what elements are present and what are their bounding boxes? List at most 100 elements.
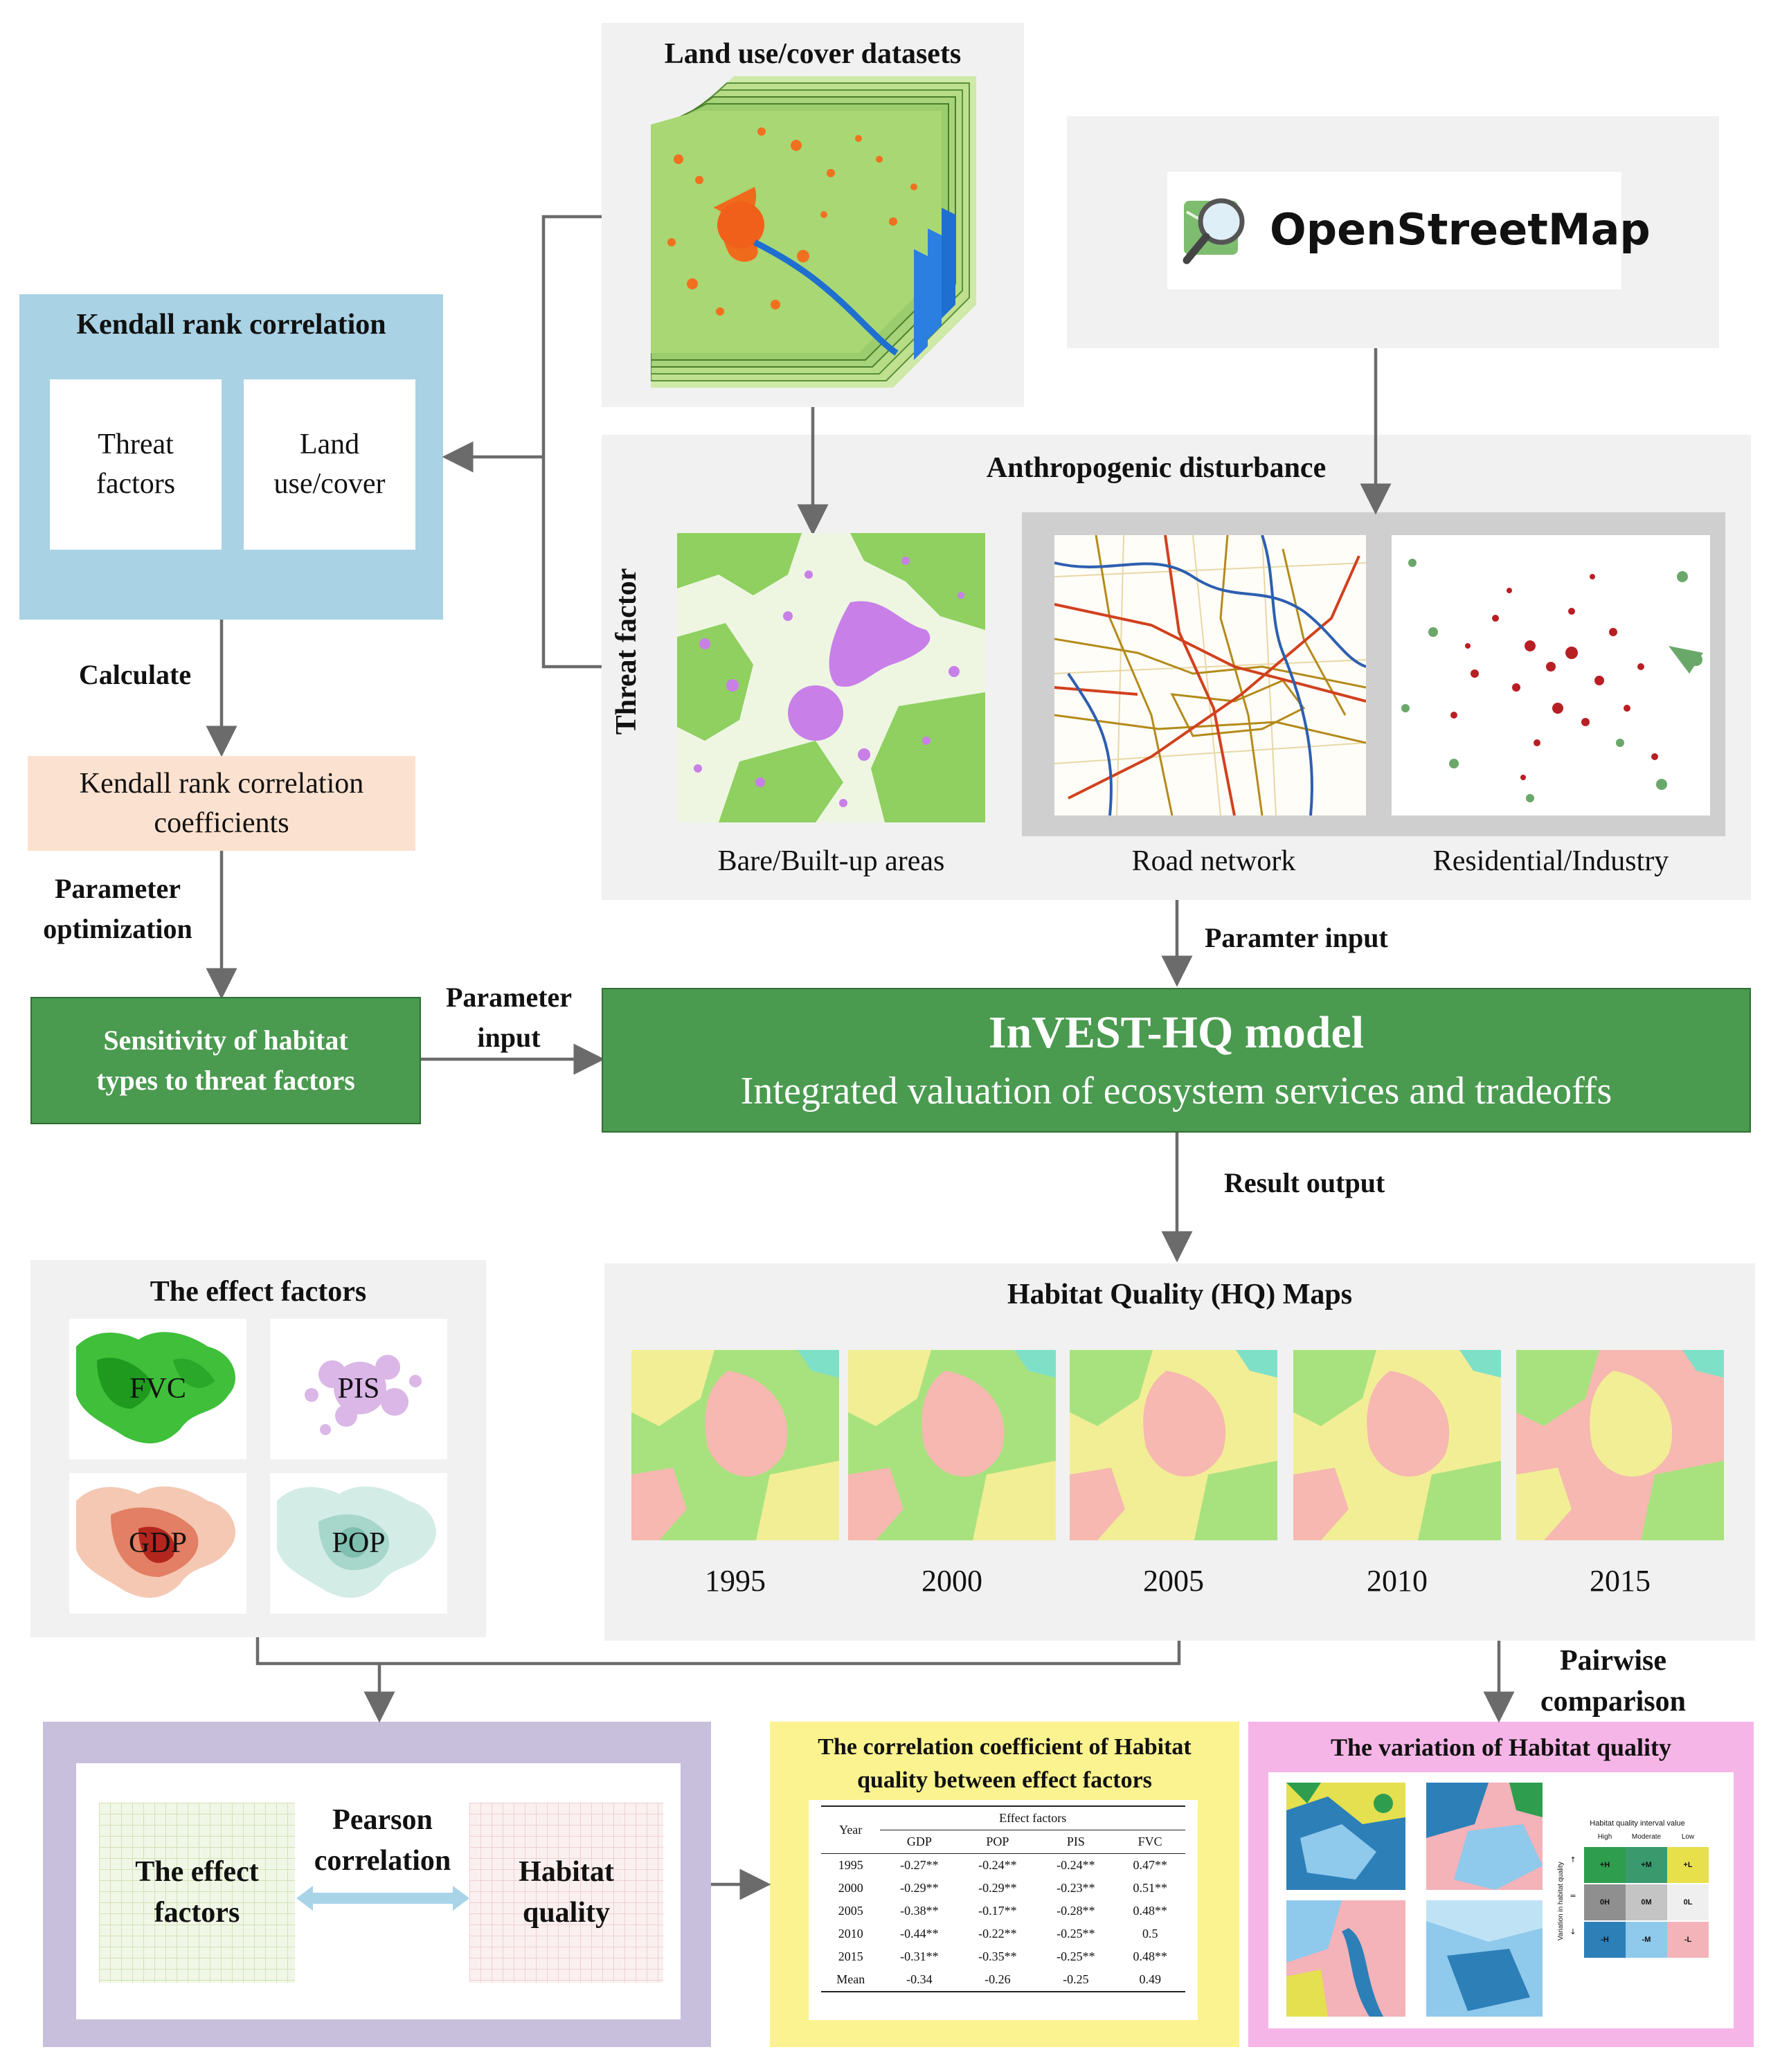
parameter-input-line-1: Parameter	[445, 982, 573, 1013]
landuse-title: Land use/cover datasets	[664, 38, 962, 70]
corr-col-header: POP	[958, 1830, 1037, 1854]
result-output-label: Result output	[1224, 1167, 1385, 1198]
hq-year-label-2000: 2000	[922, 1564, 982, 1598]
legend-cell: -M	[1626, 1922, 1667, 1958]
corr-value-cell: -0.29**	[978, 1881, 1017, 1895]
fvc-map: FVC	[69, 1319, 246, 1459]
corr-value-cell: 0.5	[1142, 1927, 1158, 1940]
variation-map-4	[1426, 1900, 1543, 2017]
land-use-cover-box: Land use/cover	[244, 379, 415, 550]
corr-col-header: GDP	[880, 1830, 959, 1854]
legend-cell: +L	[1667, 1847, 1709, 1883]
pis-label: PIS	[337, 1373, 380, 1405]
coefficients-line-2: coefficients	[154, 807, 289, 839]
legend-col-low: Low	[1681, 1833, 1695, 1841]
corr-value-cell: -0.29**	[900, 1881, 939, 1895]
sensitivity-line-2: types to threat factors	[96, 1065, 355, 1096]
pairwise-line-2: comparison	[1540, 1685, 1686, 1718]
corr-value-cell: 0.49	[1115, 1968, 1185, 1992]
variation-map-1	[1286, 1783, 1405, 1890]
corr-year-header: Year	[821, 1805, 881, 1854]
corr-year-cell: 2015	[838, 1949, 863, 1963]
corr-value-cell: -0.24**	[1057, 1858, 1095, 1872]
invest-title: InVEST-HQ model	[988, 1007, 1365, 1058]
threat-factor-side-label: Threat factor	[610, 568, 642, 735]
table-row: 2005-0.38**-0.17**-0.28**0.48**	[821, 1900, 1185, 1922]
legend-cell: -H	[1584, 1922, 1626, 1958]
pearson-mid-line-1: Pearson	[332, 1804, 433, 1836]
calculate-label: Calculate	[78, 659, 192, 690]
variation-map-3	[1286, 1900, 1405, 2017]
corr-table-title: The correlation coefficient of Habitat q…	[770, 1731, 1239, 1798]
fvc-label: FVC	[129, 1373, 186, 1405]
hq-map-2005	[1070, 1350, 1277, 1540]
hq-year-label-2010: 2010	[1367, 1564, 1428, 1598]
invest-hq-model-box: InVEST-HQ model Integrated valuation of …	[602, 988, 1751, 1133]
landuse-map-stack	[650, 76, 976, 388]
gdp-label: GDP	[128, 1527, 188, 1559]
threat-factors-box: Threat factors	[50, 379, 222, 550]
bare-builtup-map	[677, 533, 985, 822]
pearson-left-line-1: The effect	[135, 1856, 259, 1889]
pop-map: POP	[270, 1473, 447, 1614]
legend-col-moderate: Moderate	[1631, 1833, 1662, 1841]
residential-industry-map	[1392, 535, 1710, 816]
corr-value-cell: -0.44**	[900, 1927, 939, 1940]
table-row: 2000-0.29**-0.29**-0.23**0.51**	[821, 1877, 1185, 1900]
legend-cell: +H	[1584, 1847, 1626, 1883]
variation-legend-title: Habitat quality interval value	[1590, 1819, 1685, 1828]
legend-row-equal: =	[1570, 1891, 1576, 1900]
corr-value-cell: -0.23**	[1057, 1881, 1095, 1895]
table-row: 2010-0.44**-0.22**-0.25**0.5	[821, 1922, 1185, 1945]
pearson-right-line-1: Habitat	[519, 1856, 614, 1889]
legend-cell: +M	[1626, 1847, 1667, 1883]
table-row: 2015-0.31**-0.35**-0.25**0.48**	[821, 1945, 1185, 1968]
pearson-right-line-2: quality	[522, 1897, 611, 1929]
threat-factors-line-2: factors	[96, 468, 176, 500]
sensitivity-box: Sensitivity of habitat types to threat f…	[30, 997, 421, 1124]
legend-col-high: High	[1597, 1833, 1612, 1841]
anthropogenic-title: Anthropogenic disturbance	[986, 452, 1327, 484]
parameter-input-label: Parameter input	[429, 978, 588, 1058]
corr-col-header: FVC	[1115, 1830, 1185, 1854]
corr-value-cell: -0.25**	[1057, 1949, 1095, 1963]
param-opt-line-2: optimization	[43, 913, 192, 944]
hq-year-label-2015: 2015	[1590, 1564, 1651, 1598]
corr-group-header: Effect factors	[880, 1805, 1185, 1830]
coefficients-line-1: Kendall rank correlation	[79, 767, 364, 800]
bare-builtup-caption: Bare/Built-up areas	[717, 845, 945, 877]
corr-value-cell: -0.25**	[1057, 1927, 1095, 1940]
legend-axis-label: Variation in habitat quality	[1556, 1862, 1565, 1941]
corr-title-line-1: The correlation coefficient of Habitat	[818, 1734, 1192, 1760]
pearson-correlation-label: Pearson correlation	[298, 1800, 467, 1882]
hq-map-1995	[631, 1350, 839, 1540]
corr-year-cell: 2010	[838, 1927, 863, 1940]
gdp-map: GDP	[69, 1473, 246, 1614]
legend-cell: 0H	[1584, 1884, 1626, 1920]
road-network-map	[1054, 535, 1366, 816]
land-use-cover-line-2: use/cover	[273, 468, 386, 500]
corr-value-cell: 0.47**	[1133, 1858, 1167, 1872]
corr-value-cell: 0.48**	[1133, 1949, 1167, 1963]
corr-year-cell: 1995	[838, 1858, 863, 1872]
pairwise-line-1: Pairwise	[1560, 1645, 1666, 1677]
road-network-caption: Road network	[1131, 845, 1296, 877]
osm-logo-box: OpenStreetMap	[1167, 172, 1651, 289]
effect-factors-grid-box: The effect factors	[99, 1803, 295, 1983]
kendall-title: Kendall rank correlation	[76, 309, 386, 341]
double-arrow-icon	[296, 1884, 469, 1912]
kendall-coefficients-box: Kendall rank correlation coefficients	[28, 756, 415, 851]
corr-value-cell: -0.27**	[900, 1858, 939, 1872]
hq-map-2010	[1293, 1350, 1501, 1540]
variation-title: The variation of Habitat quality	[1330, 1733, 1672, 1761]
residential-industry-caption: Residential/Industry	[1432, 845, 1669, 877]
legend-row-up: ↑	[1570, 1855, 1576, 1864]
table-row: 1995-0.27**-0.24**-0.24**0.47**	[821, 1854, 1185, 1877]
corr-value-cell: -0.28**	[1057, 1904, 1095, 1918]
hq-map-2015	[1516, 1350, 1724, 1540]
corr-title-line-2: quality between effect factors	[857, 1767, 1152, 1794]
hq-year-label-1995: 1995	[705, 1564, 766, 1598]
